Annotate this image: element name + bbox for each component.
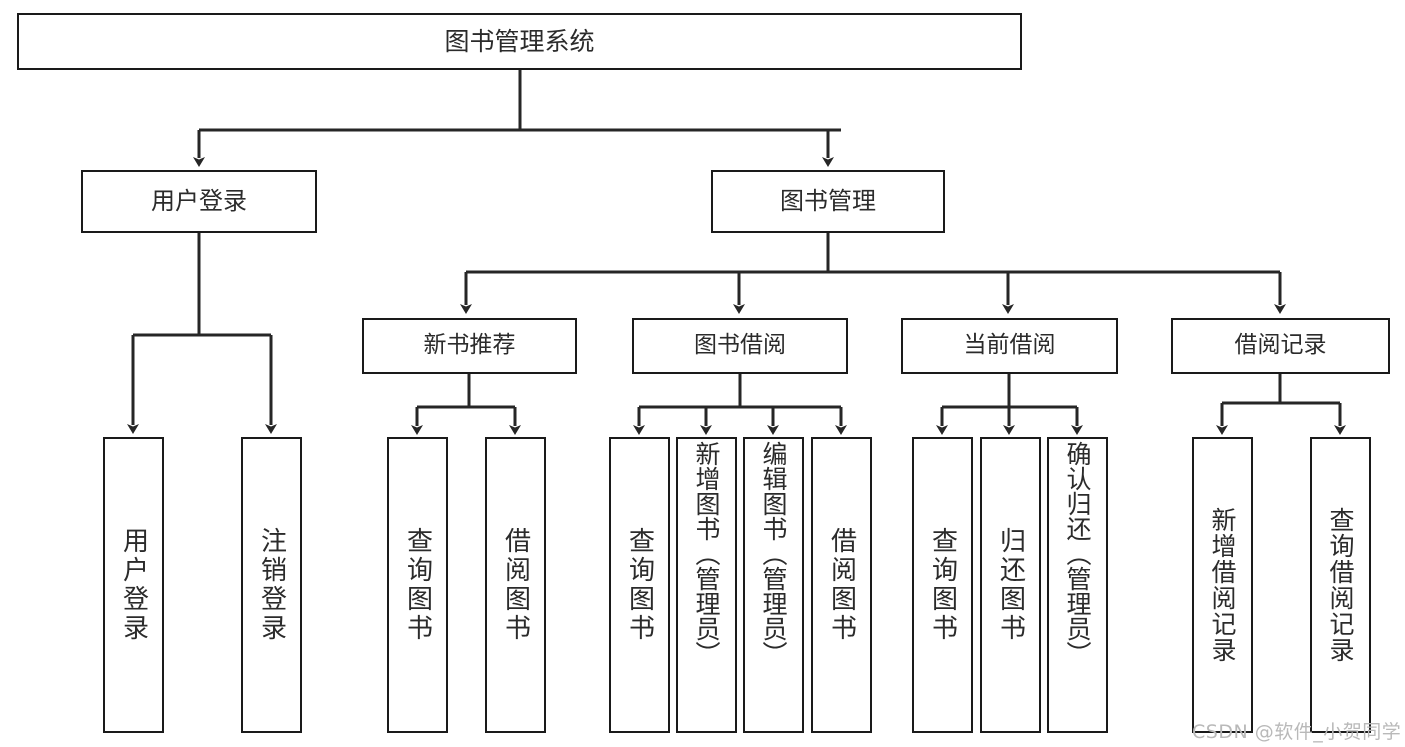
- node-root-system[interactable]: 图书管理系统: [17, 13, 1022, 70]
- leaf-borrow-book-recommend[interactable]: 借阅图书: [485, 437, 546, 733]
- node-label: 当前借阅: [963, 332, 1056, 359]
- node-label: 归还图书: [995, 527, 1026, 643]
- node-label: 查询借阅记录: [1326, 507, 1355, 663]
- node-label: 新增借阅记录: [1208, 507, 1237, 663]
- leaf-borrow-book[interactable]: 借阅图书: [811, 437, 872, 733]
- node-label: 用户登录: [151, 187, 247, 216]
- node-user-login[interactable]: 用户登录: [81, 170, 317, 233]
- node-label: 新增图书（管理员）: [692, 441, 721, 666]
- node-label: 图书管理: [780, 187, 876, 216]
- node-label: 借阅图书: [826, 527, 857, 643]
- leaf-query-book-recommend[interactable]: 查询图书: [387, 437, 448, 733]
- node-label: 借阅图书: [500, 527, 531, 643]
- leaf-query-borrow-record[interactable]: 查询借阅记录: [1310, 437, 1371, 733]
- node-book-management[interactable]: 图书管理: [711, 170, 945, 233]
- node-new-book-recommend[interactable]: 新书推荐: [362, 318, 577, 374]
- leaf-add-borrow-record[interactable]: 新增借阅记录: [1192, 437, 1253, 733]
- node-label: 确认归还（管理员）: [1063, 441, 1092, 666]
- node-label: 新书推荐: [423, 332, 516, 359]
- node-label: 用户登录: [118, 527, 149, 643]
- leaf-query-book-borrow[interactable]: 查询图书: [609, 437, 670, 733]
- node-current-borrow[interactable]: 当前借阅: [901, 318, 1118, 374]
- node-book-borrow[interactable]: 图书借阅: [632, 318, 848, 374]
- node-label: 图书借阅: [694, 332, 786, 359]
- leaf-add-book-admin[interactable]: 新增图书（管理员）: [676, 437, 737, 733]
- leaf-user-login[interactable]: 用户登录: [103, 437, 164, 733]
- node-label: 注销登录: [256, 527, 287, 643]
- node-label: 借阅记录: [1234, 332, 1327, 359]
- leaf-return-book[interactable]: 归还图书: [980, 437, 1041, 733]
- node-label: 查询图书: [927, 527, 958, 643]
- node-label: 查询图书: [624, 527, 655, 643]
- node-label: 查询图书: [402, 527, 433, 643]
- node-label: 图书管理系统: [444, 26, 595, 56]
- leaf-edit-book-admin[interactable]: 编辑图书（管理员）: [743, 437, 804, 733]
- leaf-logout-login[interactable]: 注销登录: [241, 437, 302, 733]
- node-borrow-record[interactable]: 借阅记录: [1171, 318, 1390, 374]
- watermark-csdn: CSDN @软件_小贺同学: [1192, 721, 1402, 743]
- leaf-query-book-current[interactable]: 查询图书: [912, 437, 973, 733]
- node-label: 编辑图书（管理员）: [759, 441, 788, 666]
- leaf-confirm-return-admin[interactable]: 确认归还（管理员）: [1047, 437, 1108, 733]
